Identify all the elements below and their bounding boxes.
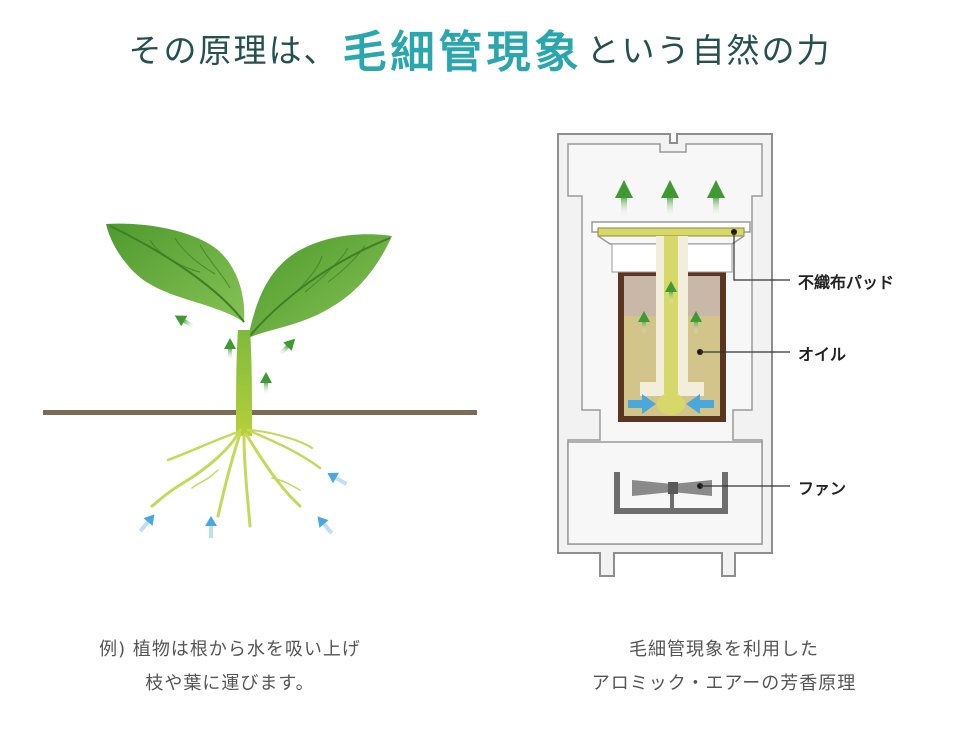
arrow-right-icon [628,394,656,414]
arrow-up-icon [707,180,725,217]
plant-flow-arrows [174,315,296,395]
vapor-arrows [615,180,725,334]
arrow-up-icon [665,281,677,304]
water-arrows [138,472,348,538]
water-arrow-icon [327,472,348,486]
plant-caption: 例) 植物は根から水を吸い上げ 枝や葉に運びます。 [20,633,440,701]
water-arrow-icon [138,514,155,533]
wick [640,236,704,415]
arrow-up-icon [638,311,650,334]
fan-chamber [567,441,763,545]
arrow-up-icon [224,338,236,361]
arrow-up-icon [690,311,702,334]
arrow-up-icon [260,372,272,395]
oil-inflow-arrows [628,394,714,414]
ground-line [43,410,477,415]
title-suffix: という自然の力 [586,31,832,70]
arrow-up-right-icon [277,338,296,357]
arrow-up-left-icon [174,315,196,329]
title-prefix: その原理は、 [128,31,339,70]
right-leaf [247,234,392,339]
plant-stem [236,330,252,436]
water-arrow-icon [205,516,217,538]
plant-caption-line2: 枝や葉に運びます。 [145,673,315,694]
title-emphasis: 毛細管現象 [342,27,583,78]
plant-caption-line1: 例) 植物は根から水を吸い上げ [99,639,361,660]
left-leaf [106,223,245,323]
label-fan: ファン [798,479,847,498]
arrow-left-icon [686,394,714,414]
fan [614,472,728,514]
water-arrow-icon [317,516,334,535]
diffuser-caption: 毛細管現象を利用した アロミック・エアーの芳香原理 [514,633,934,701]
diffuser-caption-line2: アロミック・エアーの芳香原理 [591,673,857,694]
diffuser-diagram [557,133,790,577]
nonwoven-pad [597,227,745,237]
label-oil: オイル [798,345,847,364]
label-nonwoven-pad: 不織布パッド [798,273,895,292]
page-title: その原理は、毛細管現象という自然の力 [0,16,960,80]
diffuser-caption-line1: 毛細管現象を利用した [629,639,819,660]
arrow-up-icon [661,180,679,217]
leader-lines [696,228,790,490]
plant-roots [150,428,322,528]
plant-illustration [43,223,477,538]
arrow-up-icon [615,180,633,217]
